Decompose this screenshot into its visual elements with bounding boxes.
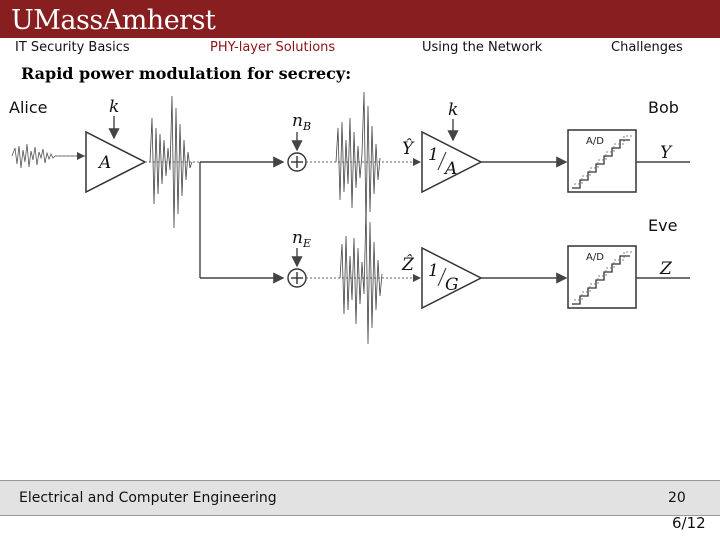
alice-amp-label: A xyxy=(97,153,111,173)
bob-noise-label: nB xyxy=(292,111,311,133)
eve-gain-numerator: 1 xyxy=(428,261,439,281)
alice-amplifier xyxy=(85,130,147,194)
alice-input-waveform xyxy=(11,143,88,169)
eve-amplifier xyxy=(421,246,483,310)
page-counter: 6/12 xyxy=(672,514,706,532)
y-hat-label: Ŷ xyxy=(402,138,415,159)
bob-output-label: Y xyxy=(660,143,673,163)
umass-logo: UMassAmherst xyxy=(11,5,216,36)
eve-noise-label: nE xyxy=(292,228,311,250)
alice-label: Alice xyxy=(9,98,47,117)
eve-adc-label: A/D xyxy=(586,252,604,263)
alice-k-label: k xyxy=(109,97,119,117)
bob-adc-staircase-icon xyxy=(572,139,630,189)
eve-received-waveform xyxy=(339,207,383,345)
eve-adc-staircase-icon xyxy=(572,255,630,305)
header-bar: UMassAmherst IT Security Basics PHY-laye… xyxy=(0,0,720,58)
tab-it-security-basics[interactable]: IT Security Basics xyxy=(0,38,188,58)
tab-challenges[interactable]: Challenges xyxy=(578,38,720,58)
z-hat-label: Ẑ xyxy=(401,254,415,275)
bob-adc-label: A/D xyxy=(586,136,604,147)
bob-gain-denominator: A xyxy=(443,159,457,179)
power-modulation-diagram: Alice k A nB Ŷ k 1 A Bob A/D Y nE xyxy=(9,91,690,345)
bob-received-waveform xyxy=(335,91,381,227)
alice-output-waveform xyxy=(149,95,193,229)
eve-label: Eve xyxy=(648,216,677,235)
footer-bar: Electrical and Computer Engineering 20 xyxy=(0,480,720,516)
eve-output-label: Z xyxy=(659,259,673,279)
tab-using-the-network[interactable]: Using the Network xyxy=(398,38,578,58)
tab-phy-layer-solutions[interactable]: PHY-layer Solutions xyxy=(188,38,398,58)
bob-amplifier xyxy=(421,130,483,194)
eve-gain-denominator: G xyxy=(445,275,459,295)
footer-department: Electrical and Computer Engineering xyxy=(19,490,277,506)
slide-title: Rapid power modulation for secrecy: xyxy=(21,64,352,83)
bob-gain-numerator: 1 xyxy=(428,145,439,165)
footer-slide-number: 20 xyxy=(668,490,686,506)
bob-k-label: k xyxy=(448,100,458,120)
section-tabs: IT Security Basics PHY-layer Solutions U… xyxy=(0,38,720,58)
bob-label: Bob xyxy=(648,98,679,117)
